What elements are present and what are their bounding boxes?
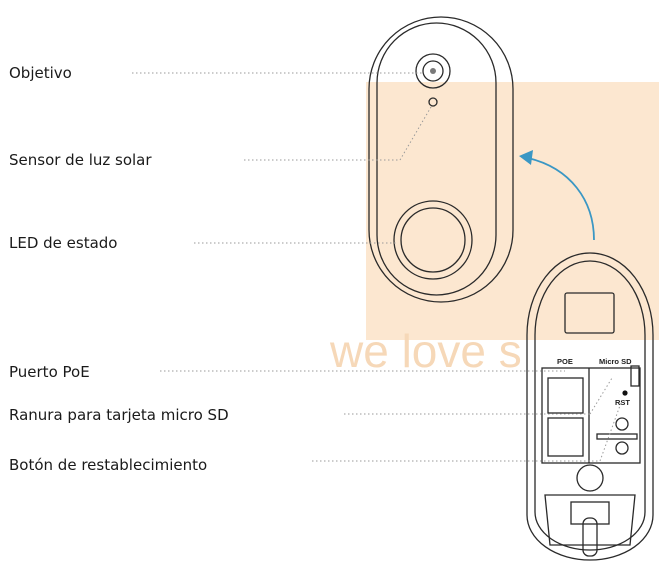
microsd-back-label: Micro SD [599,357,632,366]
leader-reset-b [599,399,623,462]
lens-outer [415,53,451,89]
label-status-led: LED de estado [9,234,118,252]
reset-dot [622,390,628,396]
doorbell-back-body [526,252,654,561]
flip-arrow [527,157,595,241]
back-bracket-tab [582,517,598,557]
lens-inner [422,60,444,82]
compartment-left-top [547,377,584,414]
doorbell-back: POE Micro SD RST [526,252,654,561]
doorbell-button-outer [393,200,473,280]
back-compartment [541,367,641,464]
label-sd-slot: Ranura para tarjeta micro SD [9,406,229,424]
sd-slot-bar [630,365,640,387]
back-bracket [544,494,636,546]
watermark-text: we love s [329,325,522,377]
leader-sd-slot-b [589,377,613,415]
compartment-left-bottom [547,417,584,457]
reset-slider [596,433,638,440]
back-bracket-clip [570,501,610,525]
rst-back-label: RST [615,398,630,407]
doorbell-front-inner [376,22,497,296]
doorbell-button-inner [400,207,466,273]
label-sun-sensor: Sensor de luz solar [9,151,152,169]
back-knob [576,464,604,492]
reset-ring [615,417,629,431]
label-lens: Objetivo [9,64,72,82]
reset-ring-lower [615,441,629,455]
lens-dot [430,68,436,74]
sun-sensor-dot [428,97,438,107]
label-poe-port: Puerto PoE [9,363,90,381]
label-reset-button: Botón de restablecimiento [9,456,207,474]
flip-arrow-head [519,150,533,165]
back-label-rect [564,292,615,334]
poe-back-label: POE [557,357,573,366]
